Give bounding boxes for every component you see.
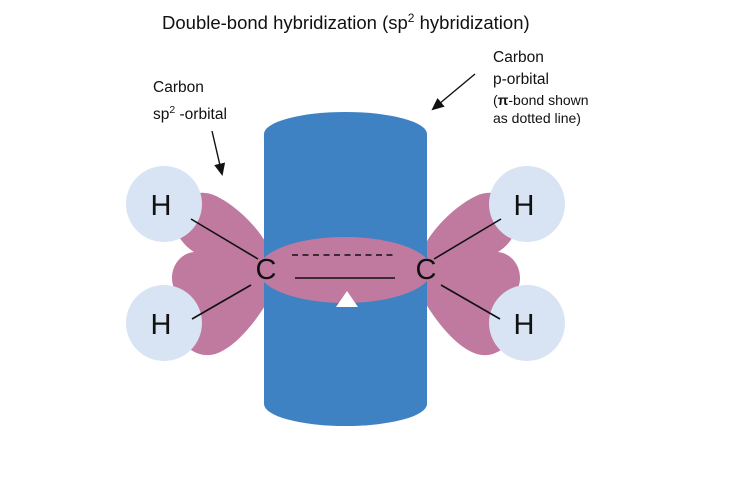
ch-bond-bottom-left: [191, 284, 252, 320]
label-sp2-line2: sp2 -orbital: [153, 99, 227, 126]
hydrogen-atom-bottom-left: [126, 285, 202, 361]
label-sp2-orbital: Carbon sp2 -orbital: [153, 77, 227, 126]
label-p-line3-rest: -bond shown: [508, 92, 589, 108]
title-text: Double-bond hybridization (sp: [162, 12, 408, 34]
label-sp2-superscript: 2: [169, 104, 176, 116]
carbon-label-right: C: [416, 254, 437, 286]
hydrogen-label-bottom-left: H: [151, 309, 172, 341]
hydrogen-atom-bottom-right: [489, 285, 565, 361]
ch-bond-top-right: [433, 218, 502, 260]
title-text-suffix: hybridization): [414, 12, 530, 34]
carbon-label-left: C: [256, 254, 277, 286]
hydrogen-atom-top-left: [126, 166, 202, 242]
hydrogen-label-bottom-right: H: [514, 309, 535, 341]
label-p-pi-symbol: π: [497, 92, 509, 108]
hydrogen-label-top-left: H: [151, 190, 172, 222]
label-p-line1: Carbon: [493, 49, 544, 66]
ellipse-white-notch: [336, 291, 358, 307]
title-superscript: 2: [407, 11, 415, 25]
label-p-line2: p-orbital: [493, 71, 549, 88]
diagram-title: Double-bond hybridization (sp2 hybridiza…: [162, 11, 530, 34]
ch-bond-top-left: [190, 218, 259, 260]
ch-bond-bottom-right: [440, 284, 501, 320]
label-p-paren: (: [493, 92, 498, 108]
hydrogen-label-top-right: H: [514, 190, 535, 222]
label-sp2-prefix: sp: [153, 106, 170, 124]
sp2-label-arrow: [211, 130, 226, 177]
label-p-orbital: Carbon p-orbital (π-bond shown as dotted…: [493, 47, 589, 127]
p-label-arrow: [431, 73, 476, 111]
label-p-line4: as dotted line): [493, 110, 581, 126]
label-sp2-suffix: -orbital: [175, 106, 227, 124]
label-p-line3: (π-bond shown: [493, 91, 589, 109]
label-sp2-line1: Carbon: [153, 79, 204, 96]
sigma-overlap-ellipse: [258, 237, 432, 303]
hydrogen-atom-top-right: [489, 166, 565, 242]
